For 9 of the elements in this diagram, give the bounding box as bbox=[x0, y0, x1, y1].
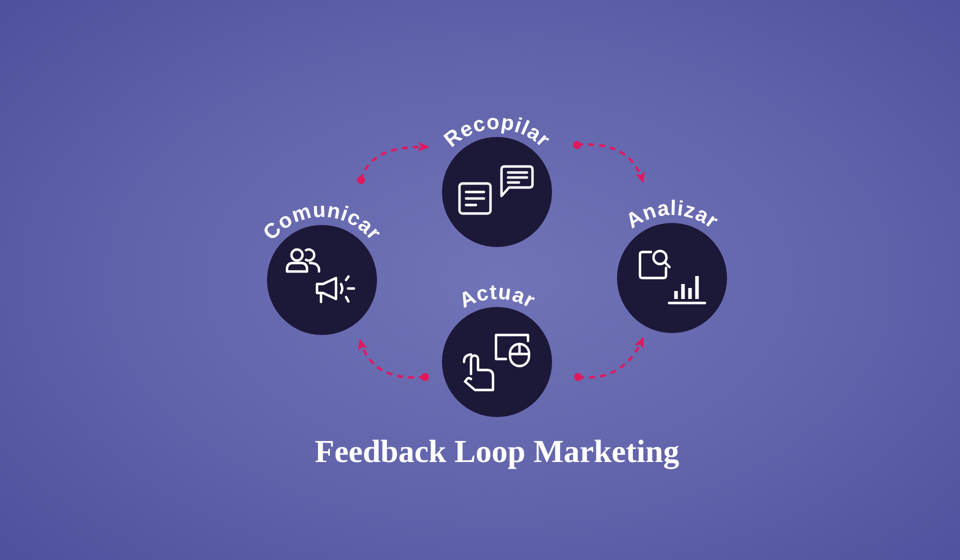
step-label: Analizar bbox=[622, 196, 722, 234]
step-label: Actuar bbox=[456, 280, 539, 313]
dashed-arrow bbox=[574, 337, 644, 382]
diagram-title: Feedback Loop Marketing bbox=[314, 433, 680, 470]
step-label: Recopilar bbox=[440, 110, 555, 152]
dashed-arrow bbox=[358, 338, 430, 382]
dashed-arrow bbox=[356, 142, 430, 184]
dashed-arrow bbox=[572, 140, 644, 184]
step-label: Comunicar bbox=[258, 198, 386, 245]
